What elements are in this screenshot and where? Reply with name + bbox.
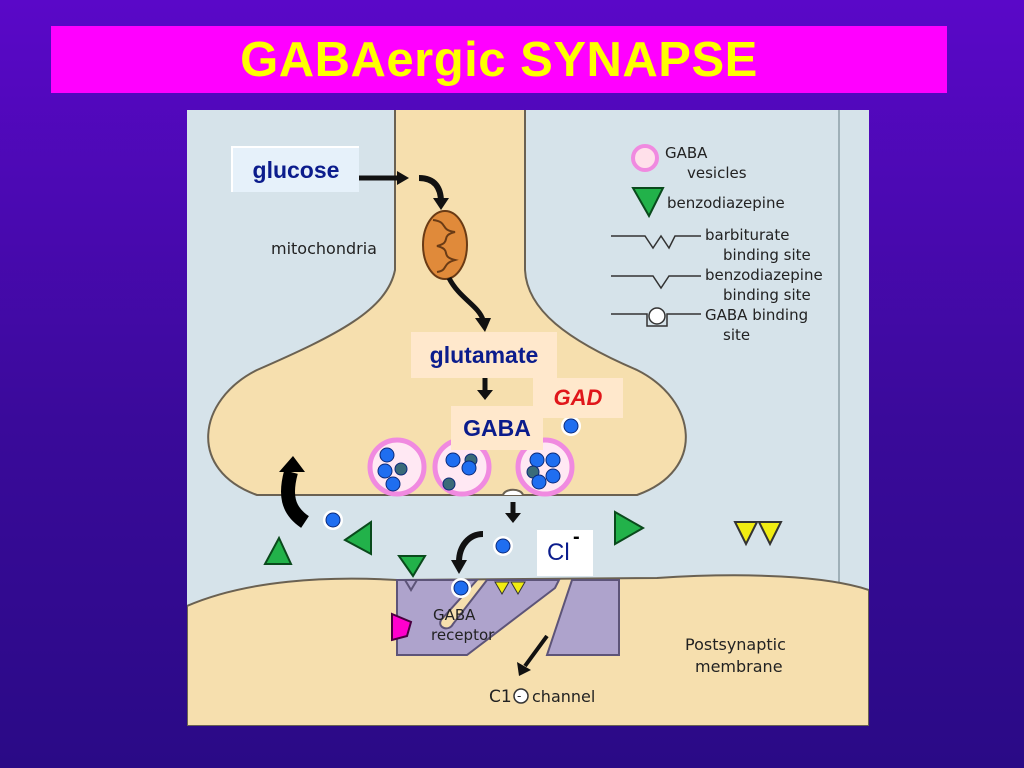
- legend-barbiturate-2: binding site: [723, 246, 811, 264]
- cl-channel-charge: -: [517, 689, 521, 703]
- gaba-receptor: [396, 579, 561, 656]
- cl-charge-circle: [513, 688, 529, 704]
- gaba-receptor-right: [545, 579, 620, 656]
- gaba-molecule: [561, 416, 581, 436]
- arrow-to-glutamate: [446, 276, 486, 321]
- chloride-charge: -: [573, 526, 580, 548]
- arrowhead: [505, 513, 521, 523]
- arrow-to-receptor: [456, 531, 484, 563]
- arrowhead: [451, 560, 467, 574]
- gaba-vesicle: [367, 437, 427, 497]
- benzodiazepine-triangle: [263, 535, 293, 565]
- legend-benzodiazepine: benzodiazepine: [667, 194, 785, 212]
- reuptake-arrow: [281, 470, 310, 528]
- postsynaptic-neuron: [187, 574, 869, 726]
- glutamate-label: glutamate: [411, 332, 557, 378]
- legend-gaba-site-1: GABA binding: [705, 306, 808, 324]
- glucose-label: glucose: [231, 146, 359, 192]
- postsynaptic-label-1: Postsynaptic: [685, 635, 786, 654]
- arrowhead: [397, 171, 409, 185]
- gaba-vesicle: [515, 437, 575, 497]
- reuptake-arrowhead: [279, 456, 305, 472]
- legend-gaba-vesicles-2: vesicles: [687, 164, 747, 182]
- barbiturate-triangle: [757, 521, 783, 547]
- legend-barbiturate-1: barbiturate: [705, 226, 789, 244]
- gaba-receptor-label-1: GABA: [433, 606, 476, 624]
- benzodiazepine-triangle: [343, 520, 372, 556]
- legend-gaba-vesicles-1: GABA: [665, 144, 708, 162]
- title-banner: GABAergic SYNAPSE: [51, 26, 947, 93]
- arrowhead: [433, 198, 449, 210]
- gaba-molecule: [323, 510, 343, 530]
- barbiturate-triangle: [510, 581, 526, 595]
- gad-label: GAD: [533, 378, 623, 418]
- gaba-molecule: [451, 578, 471, 598]
- release-site: [502, 488, 524, 496]
- legend-gaba-site-2: site: [723, 326, 750, 344]
- legend-benzo-site-2: binding site: [723, 286, 811, 304]
- mitochondrion-cristae: [432, 219, 459, 273]
- page-title: GABAergic SYNAPSE: [240, 32, 758, 87]
- chloride-label: Cl: [537, 530, 593, 576]
- cl-channel-suffix: channel: [532, 687, 595, 706]
- mitochondria-label: mitochondria: [271, 239, 377, 258]
- receptor-marker: [391, 612, 413, 642]
- arrowhead: [477, 390, 493, 400]
- barbiturate-triangle: [733, 521, 759, 547]
- legend-benzodiazepine-icon: [631, 187, 665, 219]
- postsynaptic-label-2: membrane: [695, 657, 783, 676]
- binding-notch: [404, 579, 418, 592]
- legend-barbiturate-icon: [611, 234, 701, 250]
- cl-channel-prefix: C1: [489, 687, 512, 707]
- synapse-diagram: mitochondria: [187, 110, 869, 726]
- gaba-label: GABA: [451, 406, 543, 450]
- benzodiazepine-triangle: [397, 555, 427, 578]
- barbiturate-triangle: [494, 581, 510, 595]
- mitochondrion-icon: [422, 210, 468, 280]
- axon-top: [396, 110, 524, 142]
- gaba-molecule: [493, 536, 513, 556]
- legend-gaba-site-circle: [648, 307, 666, 325]
- legend-benzo-site-1: benzodiazepine: [705, 266, 823, 284]
- gaba-receptor-label-2: receptor: [431, 626, 495, 644]
- arrow-cl-channel: [523, 634, 549, 668]
- legend-vesicle-icon: [631, 144, 659, 172]
- arrowhead: [475, 318, 491, 332]
- legend-benzo-site-icon: [611, 275, 701, 290]
- gaba-vesicle: [432, 437, 492, 497]
- legend-gaba-site-icon: [611, 313, 701, 327]
- benzodiazepine-triangle: [614, 510, 646, 546]
- arrowhead: [517, 662, 531, 676]
